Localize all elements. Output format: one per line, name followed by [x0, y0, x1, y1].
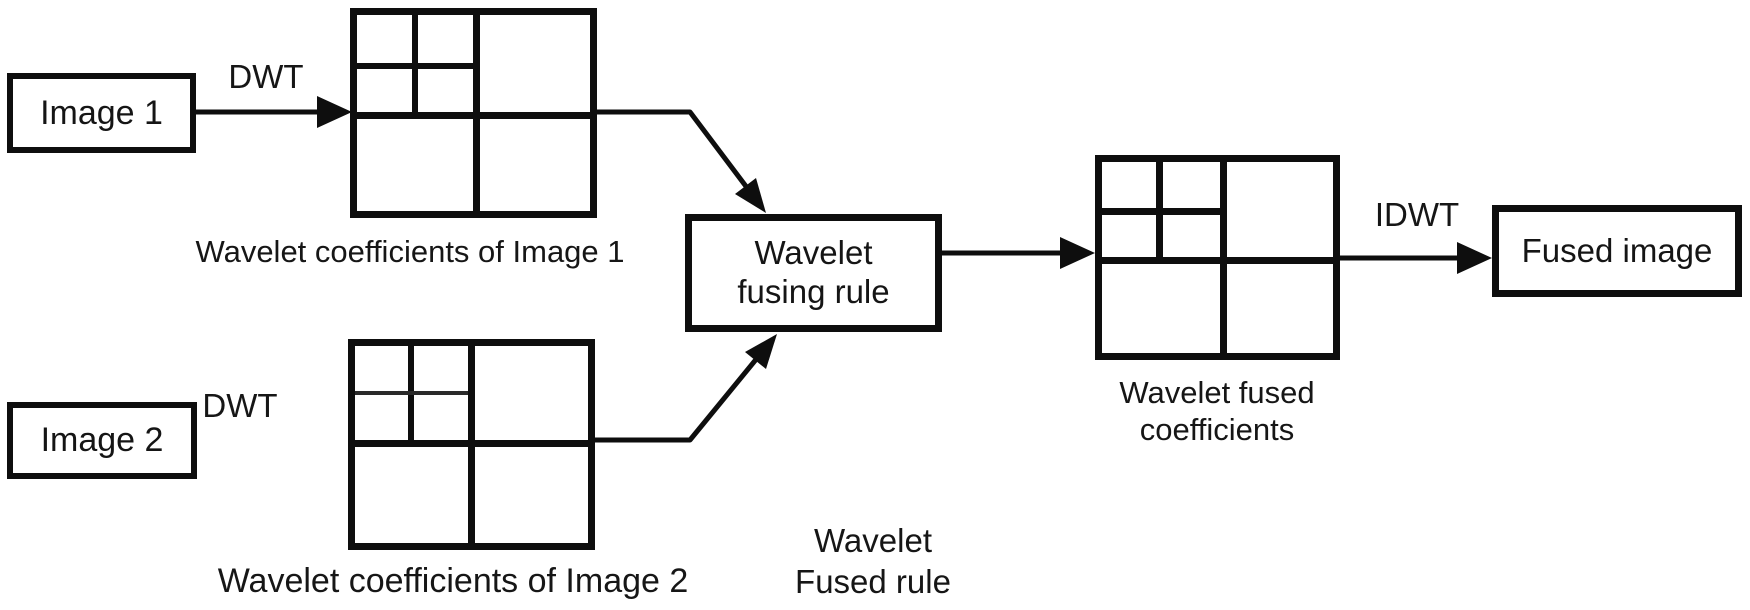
fused-image-box: Fused image [1492, 205, 1742, 297]
caption-fused-coefficients: Wavelet fused coefficients [1077, 374, 1357, 448]
idwt-label: IDWT [1374, 196, 1460, 233]
arrow-dwt-1-head [317, 96, 352, 128]
fused-rule-note-line1: Wavelet [814, 522, 932, 559]
image1-label: Image 1 [40, 93, 163, 132]
grid2-sub-horizontal-divider [355, 391, 468, 395]
fused-rule-note: Wavelet Fused rule [743, 520, 1003, 602]
arrow-fusing-to-grid3-head [1060, 237, 1095, 269]
fusing-rule-label: Wavelet fusing rule [737, 234, 889, 312]
dwt1-label: DWT [228, 58, 304, 95]
dwt2-label: DWT [202, 387, 278, 424]
grid3-sub-horizontal-divider [1102, 208, 1220, 215]
image2-label: Image 2 [40, 421, 164, 460]
fused-rule-note-line2: Fused rule [795, 563, 951, 600]
image1-box: Image 1 [7, 73, 196, 153]
arrow-grid1-to-fusing-line [595, 109, 750, 191]
arrow-grid1-to-fusing-head [735, 178, 766, 213]
caption-fused-coefficients-line1: Wavelet fused [1119, 375, 1315, 410]
grid3-horizontal-divider [1102, 257, 1333, 264]
fused-image-label: Fused image [1521, 231, 1713, 269]
arrow-grid2-to-fusing-head [745, 334, 777, 369]
grid2-horizontal-divider [355, 440, 588, 447]
caption-coefficients-1: Wavelet coefficients of Image 1 [195, 234, 625, 269]
wavelet-fused-coefficients-grid [1095, 155, 1340, 360]
fusing-rule-line2: fusing rule [737, 273, 890, 310]
arrow-grid2-to-fusing-line [593, 355, 760, 443]
grid1-horizontal-divider [357, 112, 590, 119]
caption-fused-coefficients-line2: coefficients [1139, 412, 1295, 447]
image2-box: Image 2 [7, 402, 197, 479]
wavelet-coefficients-grid-2 [348, 339, 595, 550]
fusing-rule-line1: Wavelet [754, 234, 873, 272]
wavelet-coefficients-grid-1 [350, 8, 597, 218]
grid1-sub-horizontal-divider [357, 63, 473, 69]
caption-coefficients-2: Wavelet coefficients of Image 2 [217, 562, 689, 600]
fusing-rule-box: Wavelet fusing rule [685, 214, 942, 332]
arrow-idwt-head [1457, 242, 1492, 274]
